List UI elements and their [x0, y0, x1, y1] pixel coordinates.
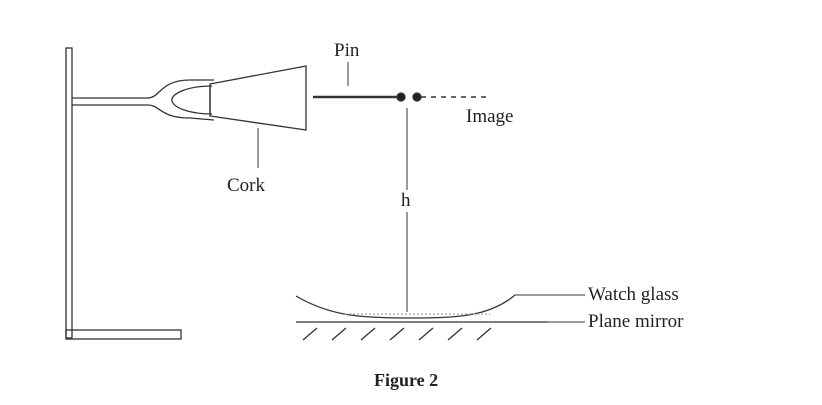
height-label: h	[401, 190, 411, 212]
image-label: Image	[466, 106, 514, 127]
plane-mirror	[296, 321, 548, 341]
plane-mirror-label: Plane mirror	[588, 311, 684, 332]
clamp	[72, 79, 215, 121]
watch-glass	[295, 294, 516, 319]
image-point	[412, 92, 422, 102]
figure-caption: Figure 2	[374, 370, 439, 390]
pin-tip	[396, 92, 406, 102]
cork	[209, 65, 307, 131]
pin-label: Pin	[334, 40, 360, 61]
retort-stand	[65, 47, 182, 340]
cork-label: Cork	[227, 175, 265, 196]
watch-glass-label: Watch glass	[588, 284, 679, 305]
